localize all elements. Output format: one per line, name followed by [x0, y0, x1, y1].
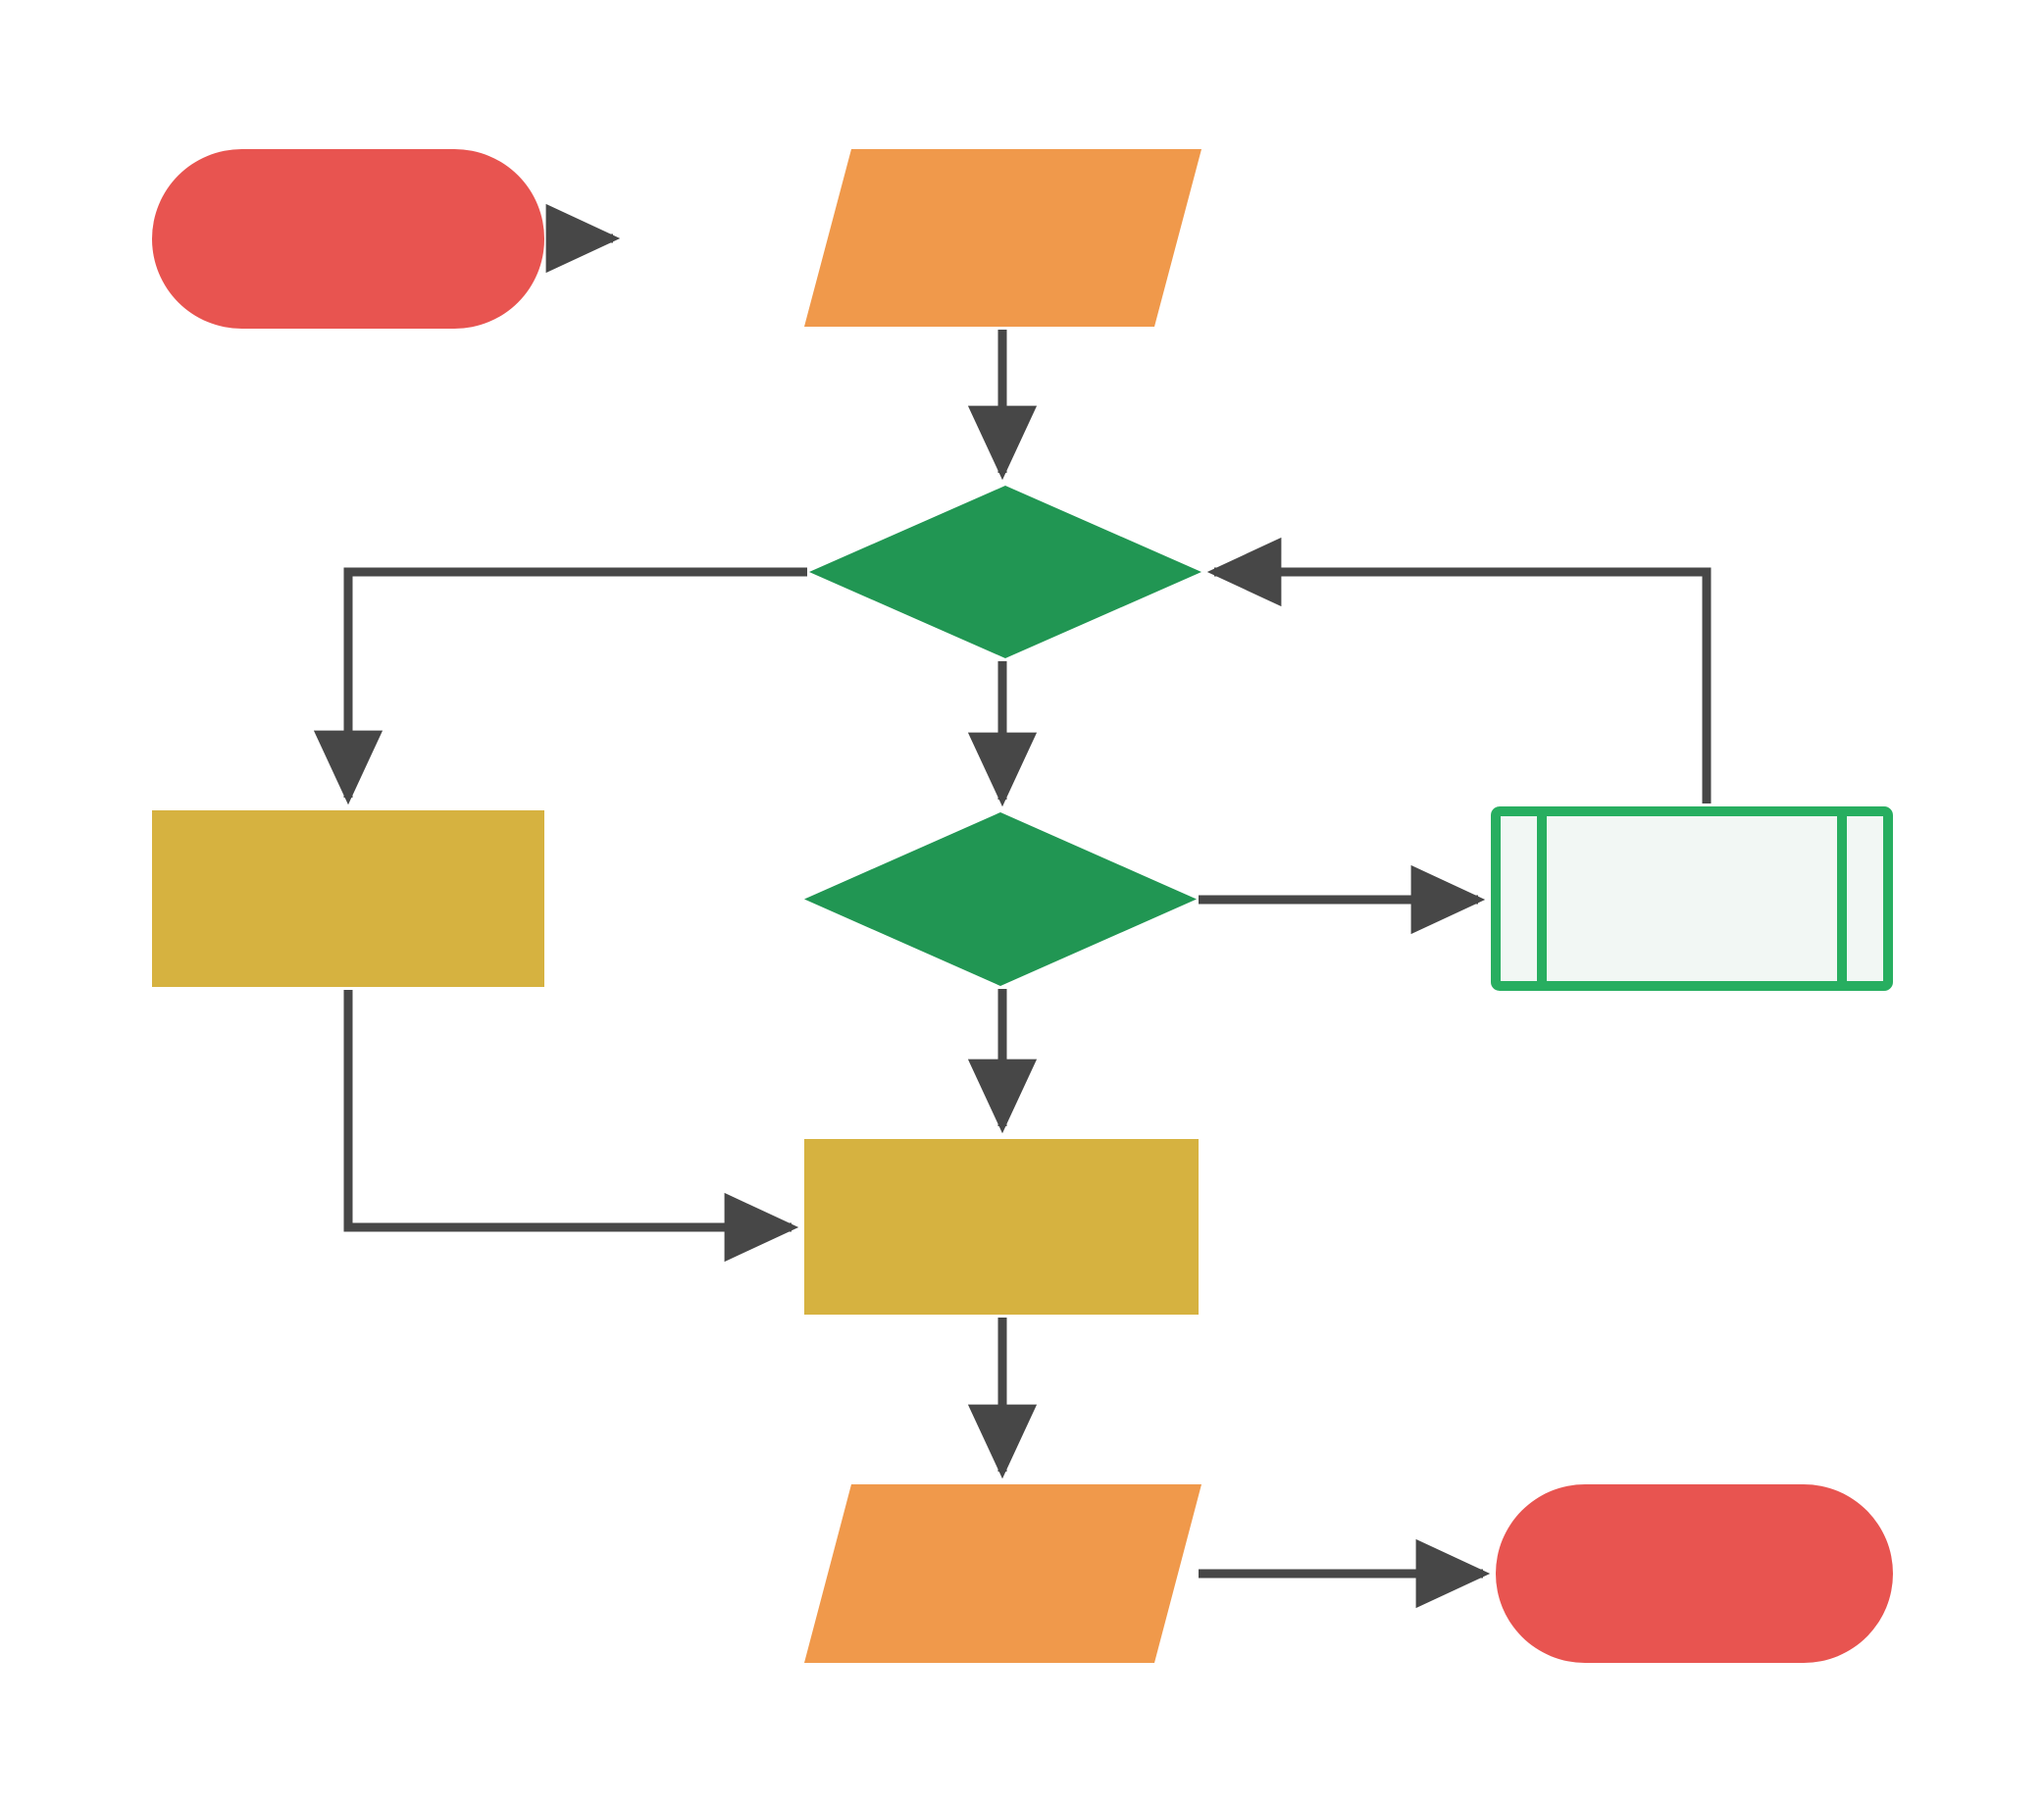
node-decision2-diamond[interactable] — [804, 812, 1197, 986]
node-decision1-diamond[interactable] — [809, 486, 1201, 658]
node-process-left-rect[interactable] — [152, 810, 544, 987]
node-output-parallelogram[interactable] — [804, 1484, 1201, 1663]
edge-subroutine-to-decision1 — [1206, 537, 1712, 803]
edge-process-left-to-process-mid — [343, 990, 799, 1263]
node-process-mid-rect[interactable] — [804, 1139, 1199, 1315]
node-end-terminator[interactable] — [1496, 1484, 1893, 1663]
node-input-parallelogram[interactable] — [804, 149, 1201, 327]
connector-edges-group — [313, 203, 1712, 1609]
node-start-terminator[interactable] — [152, 149, 544, 329]
flowchart-nodes-group — [152, 149, 1893, 1663]
edge-decision1-to-process-left — [313, 567, 807, 805]
node-subroutine-box[interactable] — [1491, 806, 1893, 991]
